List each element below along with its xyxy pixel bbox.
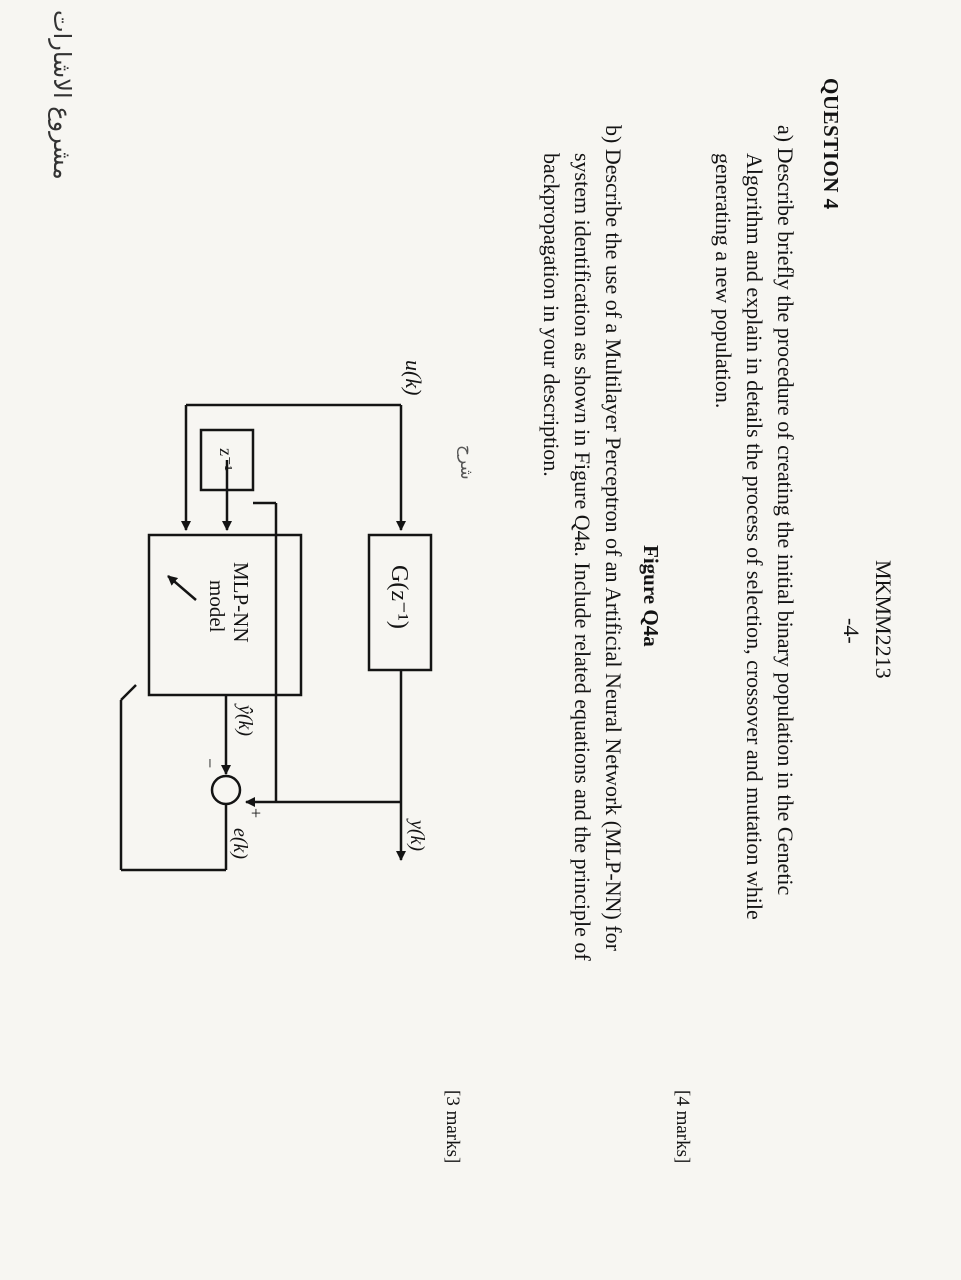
handwritten-note-2: شرح <box>456 445 476 480</box>
error-label: e(k) <box>229 828 251 859</box>
part-a-marks: [4 marks] <box>672 1090 693 1164</box>
question-title: QUESTION 4 <box>819 78 843 210</box>
summing-junction <box>210 774 242 806</box>
part-b-line-1: b) Describe the use of a Multilayer Perc… <box>601 125 626 951</box>
model-label-line-1: MLP-NN <box>229 562 253 643</box>
handwritten-note: مشروع الاشارات <box>48 10 76 180</box>
part-a-line-1: a) Describe briefly the procedure of cre… <box>773 125 798 896</box>
part-a-line-3: generating a new population. <box>711 153 736 409</box>
part-b-line-3: backpropagation in your description. <box>539 153 564 477</box>
system-identification-diagram: u(k) G(z⁻¹) y(k) z⁻¹ MLP-NN model ŷ(k) +… <box>119 360 433 872</box>
plus-sign: + <box>246 808 266 818</box>
part-a-line-2: Algorithm and explain in details the pro… <box>742 153 767 920</box>
figure-caption: Figure Q4a <box>639 545 663 647</box>
page-number: -4- <box>839 618 864 644</box>
output-label: y(k) <box>406 818 428 851</box>
model-label-line-2: model <box>205 580 229 633</box>
model-output-label: ŷ(k) <box>234 703 256 736</box>
input-label: u(k) <box>401 360 426 395</box>
plant-label: G(z⁻¹) <box>386 565 412 629</box>
adaptation-arrow <box>167 575 197 601</box>
part-b-marks: [3 marks] <box>442 1090 463 1164</box>
part-a-text: a) Describe briefly the procedure of cre… <box>708 125 801 985</box>
minus-sign: − <box>200 758 220 768</box>
delay-label: z⁻¹ <box>216 448 236 471</box>
error-feedback-stub-line <box>120 684 137 701</box>
part-b-text: b) Describe the use of a Multilayer Perc… <box>536 125 629 1085</box>
part-b-line-2: system identification as shown in Figure… <box>570 153 595 961</box>
course-code: MKMM2213 <box>871 560 896 679</box>
